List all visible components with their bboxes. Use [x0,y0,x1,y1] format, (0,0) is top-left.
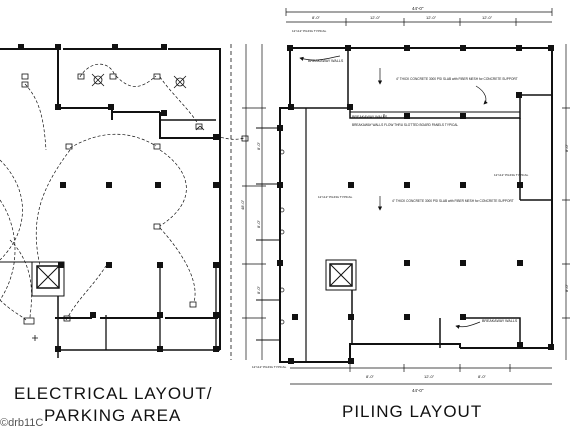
ceiling-fan-icon [91,73,105,87]
piling-small-circles [279,149,285,325]
dim-top-3: 12'-0" [426,15,437,20]
dim-left-4: 8'-0" [564,143,569,152]
note-leaders [299,55,488,329]
dim-overall-bottom: 44'-0" [412,388,424,393]
dim-overall-top: 44'-0" [412,6,424,11]
piling-layout-plan [242,8,570,385]
electrical-caption-line-1: ELECTRICAL LAYOUT/ [14,384,213,403]
note-breakaway-walls-detail: BREAKAWAY WALLS FLOW THRU SLOTTED BOARD … [352,123,458,127]
dim-left-1: 8'-0" [256,141,261,150]
brand-watermark: ©drb11C [0,417,44,429]
dim-bottom-2: 12'-0" [424,374,435,379]
dim-bottom-1: 8'-0" [366,374,375,379]
electrical-fixtures [21,73,249,341]
piling-columns [277,45,554,364]
electrical-room-walls [57,49,216,139]
dim-bottom-3: 8'-0" [478,374,487,379]
note-beam-right: 12"x12" PILING TYPICAL [494,173,529,177]
note-beam-bottom: 12"x12" PILING TYPICAL [252,365,287,369]
dim-top-1: 8'-0" [312,15,321,20]
note-beam-mid: 12"x12" PILING TYPICAL [318,195,353,199]
elevator-shaft [36,265,60,289]
note-beam-top: 12"x12" PILING TYPICAL [292,29,327,33]
note-breakaway-walls-left: BREAKAWAY WALLS [352,115,388,119]
electrical-columns [18,44,219,352]
ceiling-fan-icon [173,75,187,89]
dim-top-4: 12'-0" [482,15,493,20]
piling-caption: PILING LAYOUT [342,402,483,421]
note-breakaway-walls-bottom: BREAKAWAY WALLS [482,319,518,323]
piling-elevator-shaft [329,263,353,287]
piling-outer-wall [290,47,553,349]
electrical-caption-line-2: PARKING AREA [44,406,182,425]
dim-top-2: 12'-0" [370,15,381,20]
electrical-wiring [0,63,245,321]
dim-left-overall: 48'-0" [240,199,245,210]
electrical-layout-plan [0,48,221,358]
note-breakaway-walls-top: BREAKAWAY WALLS [308,59,344,63]
note-slab-2: 4" THICK CONCRETE 3000 PSI SLAB with FIB… [392,199,514,203]
dim-left-5: 8'-0" [564,283,569,292]
note-slab-1: 4" THICK CONCRETE 3000 PSI SLAB with FIB… [396,77,518,81]
dim-left-3: 8'-0" [256,285,261,294]
dim-left-2: 8'-0" [256,219,261,228]
electrical-wall-outline [0,48,221,350]
